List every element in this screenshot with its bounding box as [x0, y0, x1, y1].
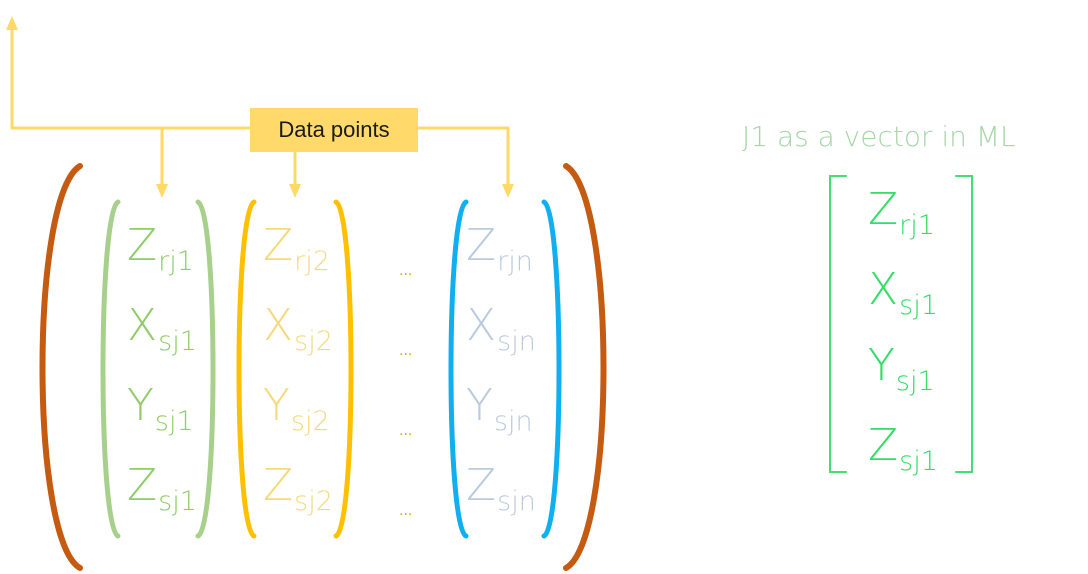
matrix-entry-c3-r4-subscript: sjn: [497, 486, 536, 517]
matrix-entry-c1-r1-letter: Z: [127, 220, 158, 271]
matrix-entry-c1-r2-subscript: sj1: [158, 326, 197, 357]
arrow-head-col1: [156, 184, 168, 198]
matrix-entry-c2-r4: Zsj2: [263, 464, 333, 516]
data-point-arrows: [6, 16, 514, 198]
column-2-left-paren: [236, 199, 257, 539]
brackets: [39, 163, 973, 571]
arrow-head-coln: [502, 184, 514, 198]
data-points-box: Data points: [250, 108, 418, 152]
column-1-left-paren: [100, 199, 121, 539]
matrix-entry-c3-r4-letter: Z: [466, 460, 497, 511]
vector-entry-r2-letter: X: [868, 264, 899, 315]
vector-entry-r3-subscript: sj1: [895, 366, 935, 397]
matrix-entry-c1-r4: Zsj1: [127, 464, 197, 516]
vector-entry-r1-letter: Z: [868, 184, 899, 235]
outer-left-paren: [39, 163, 83, 571]
ellipsis-r4: ...: [399, 502, 413, 519]
matrix-entry-c3-r3-letter: Y: [466, 380, 493, 431]
vector-entry-r2: Xsj1: [868, 268, 938, 320]
vector-entry-r3: Ysj1: [868, 344, 935, 396]
matrix-entry-c1-r3: Ysj1: [127, 384, 194, 436]
matrix-entry-c2-r2-letter: X: [263, 300, 294, 351]
matrix-entry-c2-r3-subscript: sj2: [290, 406, 330, 437]
column-1-right-paren: [195, 199, 216, 539]
matrix-entry-c2-r1-letter: Z: [263, 220, 294, 271]
matrix-entry-c2-r2: Xsj2: [263, 304, 333, 356]
matrix-entry-c3-r2-subscript: sjn: [497, 326, 536, 357]
vector-title: J1 as a vector in ML: [742, 120, 1016, 153]
matrix-entry-c2-r3: Ysj2: [263, 384, 330, 436]
vector-entry-r1: Zrj1: [868, 188, 935, 240]
matrix-entry-c3-r1: Zrjn: [466, 224, 533, 276]
matrix-entry-c2-r1: Zrj2: [263, 224, 330, 276]
matrix-entry-c2-r3-letter: Y: [263, 380, 290, 431]
matrix-entry-c3-r2-letter: X: [466, 300, 497, 351]
vector-entry-r4-subscript: sj1: [899, 446, 938, 477]
matrix-entry-c3-r3: Ysjn: [466, 384, 533, 436]
ellipsis-r3: ...: [399, 422, 413, 439]
vector-left-bracket: [829, 175, 847, 473]
matrix-entry-c1-r2: Xsj1: [127, 304, 197, 356]
matrix-entry-c2-r2-subscript: sj2: [294, 326, 333, 357]
ellipsis-r2: ...: [399, 342, 413, 359]
matrix-entry-c1-r4-letter: Z: [127, 460, 158, 511]
matrix-entry-c2-r4-letter: Z: [263, 460, 294, 511]
matrix-entry-c1-r1-subscript: rj1: [158, 246, 194, 277]
matrix-entry-c1-r3-letter: Y: [127, 380, 154, 431]
vector-entry-r3-letter: Y: [868, 340, 895, 391]
arrow-head-up: [6, 16, 18, 30]
matrix-entry-c1-r3-subscript: sj1: [154, 406, 194, 437]
vector-entry-r4: Zsj1: [868, 424, 938, 476]
matrix-entry-c2-r4-subscript: sj2: [294, 486, 333, 517]
arrow-line-left: [10, 24, 252, 130]
matrix-entry-c1-r1: Zrj1: [127, 224, 194, 276]
matrix-entry-c3-r2: Xsjn: [466, 304, 536, 356]
matrix-entry-c1-r2-letter: X: [127, 300, 158, 351]
vector-right-bracket: [955, 175, 973, 473]
column-3-right-paren: [541, 199, 562, 539]
column-2-right-paren: [333, 199, 354, 539]
arrow-line-coln: [416, 126, 510, 188]
vector-entry-r4-letter: Z: [868, 420, 899, 471]
matrix-entry-c1-r4-subscript: sj1: [158, 486, 197, 517]
matrix-entry-c3-r1-subscript: rjn: [497, 246, 533, 277]
ellipsis-r1: ...: [399, 262, 413, 279]
column-3-left-paren: [448, 199, 469, 539]
vector-entry-r1-subscript: rj1: [899, 210, 935, 241]
data-points-label: Data points: [278, 117, 390, 142]
arrow-head-col2: [289, 184, 301, 198]
matrix-entry-c2-r1-subscript: rj2: [294, 246, 330, 277]
matrix-entry-c3-r4: Zsjn: [466, 464, 536, 516]
outer-right-paren: [563, 163, 607, 571]
vector-entry-r2-subscript: sj1: [899, 290, 938, 321]
matrix-entry-c3-r3-subscript: sjn: [493, 406, 533, 437]
matrix-entry-c3-r1-letter: Z: [466, 220, 497, 271]
arrow-line-col1: [160, 126, 252, 188]
